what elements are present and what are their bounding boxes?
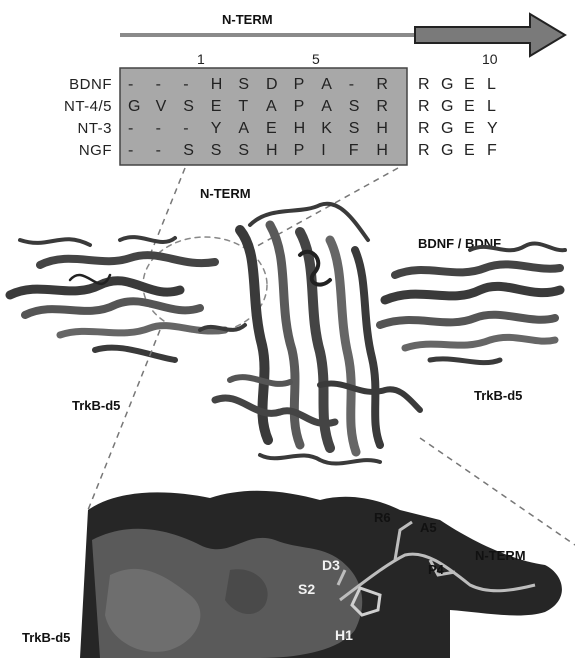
conserved-tail-residue: G bbox=[441, 98, 453, 115]
sequence-name: BDNF bbox=[69, 76, 112, 93]
conserved-tail-residue: G bbox=[441, 76, 453, 93]
aligned-residue: H bbox=[294, 120, 306, 137]
conserved-region-box bbox=[120, 68, 407, 165]
conserved-tail-residue: F bbox=[487, 142, 497, 159]
aligned-residue: E bbox=[266, 120, 277, 137]
conserved-tail-residue: R bbox=[418, 76, 430, 93]
aligned-residue: R bbox=[376, 76, 388, 93]
aligned-residue: A bbox=[321, 98, 332, 115]
left-receptor-label: TrkB-d5 bbox=[72, 398, 120, 413]
aligned-residue: A bbox=[238, 120, 249, 137]
conserved-tail-residue: E bbox=[464, 120, 475, 137]
aligned-residue: S bbox=[349, 120, 360, 137]
left-trkb-ribbon bbox=[10, 237, 225, 360]
residue-s2: S2 bbox=[298, 581, 315, 597]
aligned-residue: S bbox=[238, 142, 249, 159]
aligned-residue: - bbox=[156, 76, 161, 93]
aligned-residue: H bbox=[376, 120, 388, 137]
aligned-residue: S bbox=[211, 142, 222, 159]
structure-n-term-label: N-TERM bbox=[200, 186, 251, 201]
aligned-residue: H bbox=[266, 142, 278, 159]
conserved-tail-residue: G bbox=[441, 120, 453, 137]
aligned-residue: V bbox=[156, 98, 167, 115]
conserved-tail-residue: Y bbox=[487, 120, 498, 137]
residue-h1: H1 bbox=[335, 627, 353, 643]
aligned-residue: S bbox=[183, 98, 194, 115]
aligned-residue: P bbox=[294, 98, 305, 115]
aligned-residue: D bbox=[266, 76, 278, 93]
surface-receptor-label: TrkB-d5 bbox=[22, 630, 70, 645]
aligned-residue: I bbox=[321, 142, 325, 159]
residue-p4: P4 bbox=[428, 562, 445, 577]
aligned-residue: S bbox=[238, 76, 249, 93]
aligned-residue: - bbox=[128, 120, 133, 137]
aligned-residue: H bbox=[211, 76, 223, 93]
conserved-tail-residue: E bbox=[464, 142, 475, 159]
right-receptor-label: TrkB-d5 bbox=[474, 388, 522, 403]
sequence-name: NGF bbox=[79, 142, 112, 159]
residue-d3: D3 bbox=[322, 557, 340, 573]
aligned-residue: P bbox=[294, 76, 305, 93]
aligned-residue: R bbox=[376, 98, 388, 115]
aligned-residue: - bbox=[156, 142, 161, 159]
aligned-residue: H bbox=[376, 142, 388, 159]
aligned-residue: - bbox=[183, 120, 188, 137]
right-trkb-ribbon bbox=[380, 244, 565, 363]
aligned-residue: F bbox=[349, 142, 359, 159]
conserved-tail-residue: R bbox=[418, 98, 430, 115]
aligned-residue: - bbox=[128, 76, 133, 93]
conserved-tail-residue: E bbox=[464, 98, 475, 115]
aligned-residue: T bbox=[238, 98, 248, 115]
aligned-residue: K bbox=[321, 120, 332, 137]
aligned-residue: S bbox=[183, 142, 194, 159]
trkb-surface-zoom bbox=[80, 491, 562, 658]
conserved-tail-residue: G bbox=[441, 142, 453, 159]
aligned-residue: P bbox=[294, 142, 305, 159]
residue-a5: A5 bbox=[420, 520, 437, 535]
position-label-1: 1 bbox=[197, 51, 205, 67]
sequence-name: NT-4/5 bbox=[64, 98, 112, 115]
position-label-5: 5 bbox=[312, 51, 320, 67]
conserved-tail-residue: L bbox=[487, 98, 496, 115]
aligned-residue: - bbox=[156, 120, 161, 137]
aligned-residue: E bbox=[211, 98, 222, 115]
aligned-residue: S bbox=[349, 98, 360, 115]
aligned-residue: - bbox=[349, 76, 354, 93]
aligned-residue: G bbox=[128, 98, 140, 115]
conserved-tail-residue: L bbox=[487, 76, 496, 93]
residue-r6: R6 bbox=[374, 510, 391, 525]
conserved-tail-residue: E bbox=[464, 76, 475, 93]
position-label-10: 10 bbox=[482, 51, 498, 67]
n-term-direction-arrow bbox=[120, 14, 565, 56]
top-n-term-label: N-TERM bbox=[222, 12, 273, 27]
aligned-residue: Y bbox=[211, 120, 222, 137]
aligned-residue: - bbox=[183, 76, 188, 93]
bdnf-dimer-ribbon bbox=[200, 204, 420, 464]
sequence-name: NT-3 bbox=[77, 120, 112, 137]
aligned-residue: - bbox=[128, 142, 133, 159]
aligned-residue: A bbox=[266, 98, 277, 115]
conserved-tail-residue: R bbox=[418, 142, 430, 159]
surface-n-term-label: N-TERM bbox=[475, 548, 526, 563]
conserved-tail-residue: R bbox=[418, 120, 430, 137]
aligned-residue: A bbox=[321, 76, 332, 93]
